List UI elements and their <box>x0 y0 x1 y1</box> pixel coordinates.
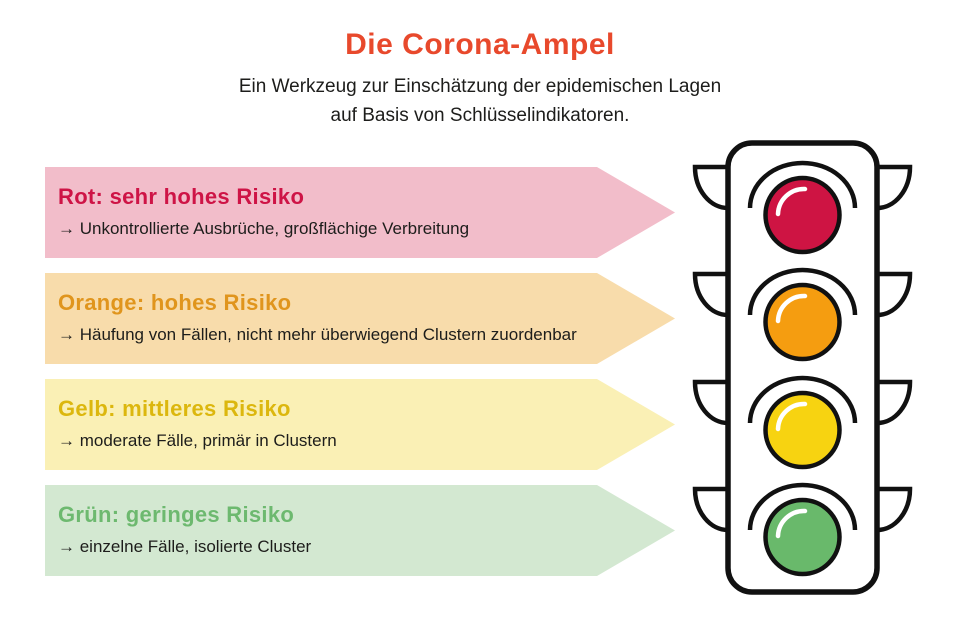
header: Die Corona-Ampel Ein Werkzeug zur Einsch… <box>0 0 960 130</box>
risk-heading-yellow: Gelb: mittleres Risiko <box>58 396 291 421</box>
traffic-light-visors <box>747 160 858 531</box>
traffic-light-ears <box>692 164 913 533</box>
risk-description-red: → Unkontrollierte Ausbrüche, großflächig… <box>58 219 470 238</box>
risk-banner-green: Grün: geringes Risiko → einzelne Fälle, … <box>45 485 675 576</box>
risk-banner-red: Rot: sehr hohes Risiko → Unkontrollierte… <box>45 167 675 258</box>
risk-description-yellow: → moderate Fälle, primär in Clustern <box>58 431 337 450</box>
page-title: Die Corona-Ampel <box>345 28 615 61</box>
risk-banner-orange: Orange: hohes Risiko → Häufung von Fälle… <box>45 273 675 364</box>
risk-description-orange: → Häufung von Fällen, nicht mehr überwie… <box>58 325 577 344</box>
traffic-light-housing <box>725 140 880 595</box>
lamp-highlights <box>775 186 808 539</box>
risk-description-green: → einzelne Fälle, isolierte Cluster <box>58 537 312 556</box>
risk-heading-orange: Orange: hohes Risiko <box>58 290 292 315</box>
risk-banner-yellow: Gelb: mittleres Risiko → moderate Fälle,… <box>45 379 675 470</box>
subtitle-line-1: Ein Werkzeug zur Einschätzung der epidem… <box>238 76 722 97</box>
traffic-light-illustration <box>692 140 913 595</box>
subtitle-line-2: auf Basis von Schlüsselindikatoren. <box>330 105 630 126</box>
risk-heading-green: Grün: geringes Risiko <box>58 502 295 527</box>
subtitle: Ein Werkzeug zur Einschätzung der epidem… <box>0 72 960 130</box>
risk-heading-red: Rot: sehr hohes Risiko <box>58 184 305 209</box>
